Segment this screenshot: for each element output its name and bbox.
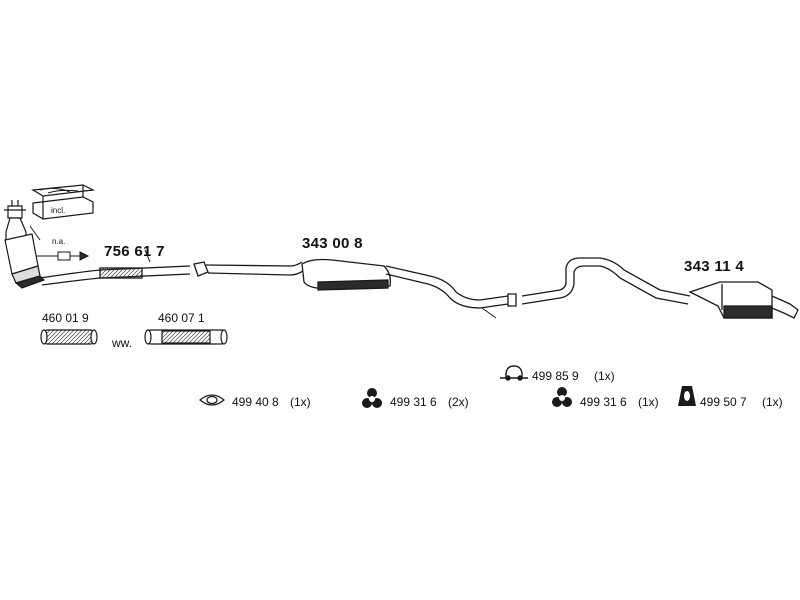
alternative-label: ww. (112, 336, 133, 350)
fitting-qty: (2x) (448, 395, 469, 409)
fitting-number: 499 31 6 (580, 395, 627, 409)
part-number-flex-pipe-b: 460 07 1 (158, 311, 205, 325)
part-number-rear-muffler: 343 11 4 (684, 258, 744, 275)
center-muffler-assembly (205, 258, 517, 319)
rubber-hanger-icon (362, 388, 382, 408)
gasket-icon (199, 394, 225, 406)
fitting-qty: (1x) (638, 395, 659, 409)
lambda-sensor (36, 251, 90, 261)
incl-label: incl. (51, 206, 66, 215)
fitting-number: 499 50 7 (700, 395, 747, 409)
rubber-mount-icon (678, 386, 696, 406)
rear-muffler-assembly (521, 257, 799, 319)
pipe-clamp-icon (500, 365, 528, 381)
flex-pipe-b (144, 329, 228, 345)
pipe-joint (193, 261, 209, 277)
included-kit-box (31, 184, 96, 220)
fitting-qty: (1x) (594, 369, 615, 383)
rubber-hanger-icon (552, 387, 572, 407)
fitting-number: 499 85 9 (532, 369, 579, 383)
catalytic-converter (4, 200, 46, 289)
part-number-front-pipe: 756 61 7 (104, 243, 165, 260)
flex-pipe-a (40, 329, 98, 345)
na-label: n.a. (52, 237, 66, 246)
fitting-qty: (1x) (762, 395, 783, 409)
fitting-qty: (1x) (290, 395, 311, 409)
front-pipe (39, 249, 191, 286)
part-number-flex-pipe-a: 460 01 9 (42, 311, 89, 325)
part-number-center-muffler: 343 00 8 (302, 235, 363, 252)
fitting-number: 499 31 6 (390, 395, 437, 409)
fitting-number: 499 40 8 (232, 395, 279, 409)
